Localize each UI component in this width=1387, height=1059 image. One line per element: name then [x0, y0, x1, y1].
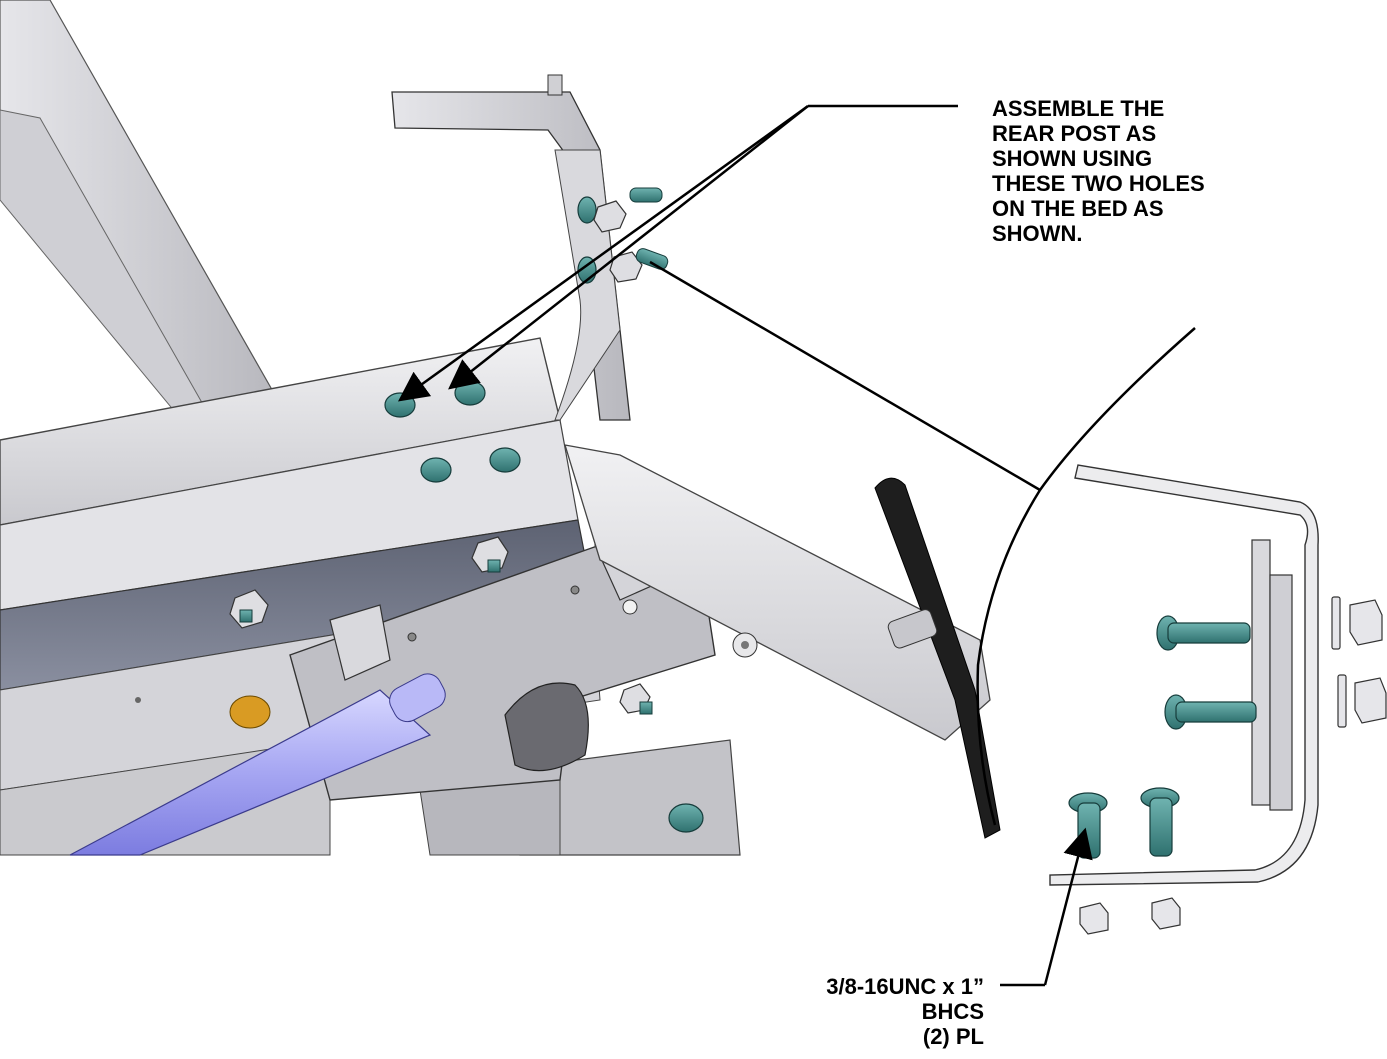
detail-view-border — [976, 327, 1196, 826]
assembly-instruction-callout: ASSEMBLE THE REAR POST AS SHOWN USING TH… — [992, 96, 1205, 246]
rear-post-exploded — [1049, 464, 1319, 886]
bolt-icon — [489, 447, 521, 473]
bolt-icon — [668, 803, 704, 833]
bed-frame — [0, 0, 1001, 856]
exploded-vertical-bolts — [1068, 787, 1180, 859]
nut-icon — [1349, 599, 1383, 646]
nut-icon — [1151, 897, 1181, 930]
hardware-spec-callout: 3/8-16UNC x 1” BHCS (2) PL — [826, 974, 984, 1049]
actuator-cylinder — [69, 689, 432, 856]
bolt-icon — [454, 380, 486, 406]
brass-plug — [229, 695, 271, 729]
exploded-horizontal-bolts — [1156, 615, 1257, 730]
side-rail — [564, 444, 991, 741]
handle-grip — [874, 477, 1001, 839]
nut-icon — [1079, 902, 1109, 935]
nut-icon — [1354, 677, 1387, 724]
exploded-detail-view — [976, 327, 1387, 935]
washer-icon — [1331, 596, 1341, 650]
bolt-icon — [420, 457, 452, 483]
bolt-icon — [384, 392, 416, 418]
bolt-icon — [577, 196, 597, 224]
nut-icon — [593, 200, 627, 233]
nut-icon — [609, 251, 643, 283]
leader-lines — [397, 104, 1093, 987]
washer-icon — [1337, 674, 1347, 728]
